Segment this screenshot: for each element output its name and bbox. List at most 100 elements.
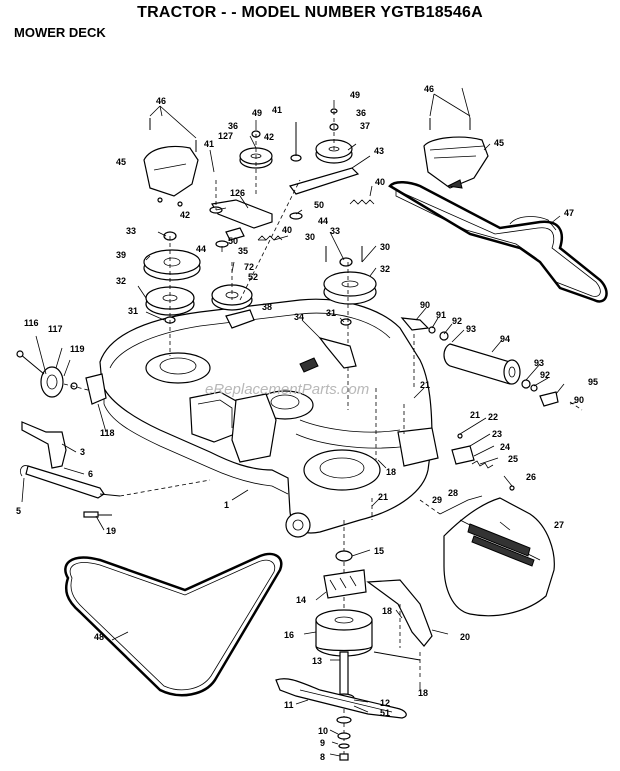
callout-47: 47 bbox=[564, 208, 574, 218]
callout-40-right: 40 bbox=[375, 177, 385, 187]
leader-lines bbox=[21, 87, 579, 757]
callout-42-top: 42 bbox=[264, 132, 274, 142]
callout-52: 52 bbox=[248, 272, 258, 282]
callout-21-low: 21 bbox=[378, 492, 388, 502]
callout-40-left: 40 bbox=[282, 225, 292, 235]
callout-46-left: 46 bbox=[156, 96, 166, 106]
callout-8: 8 bbox=[320, 752, 325, 762]
callout-14: 14 bbox=[296, 595, 306, 605]
spring-40-right bbox=[349, 199, 375, 205]
callout-23: 23 bbox=[492, 429, 502, 439]
callout-46-right: 46 bbox=[424, 84, 434, 94]
callout-22: 22 bbox=[488, 412, 498, 422]
callout-31-right: 31 bbox=[326, 308, 336, 318]
callout-126: 126 bbox=[230, 188, 245, 198]
belt-guard-45-left bbox=[143, 145, 199, 207]
blade-11 bbox=[275, 678, 407, 719]
callout-35: 35 bbox=[238, 246, 248, 256]
callout-1: 1 bbox=[224, 500, 229, 510]
arm-3 bbox=[21, 421, 67, 469]
callout-labels: 46 49 36 41 42 37 43 127 45 40 126 50 44… bbox=[16, 96, 598, 762]
callout-20: 20 bbox=[460, 632, 470, 642]
callout-32-right: 32 bbox=[380, 264, 390, 274]
callout-90-right: 90 bbox=[574, 395, 584, 405]
callout-44-left: 44 bbox=[196, 244, 206, 254]
callout-15: 15 bbox=[374, 546, 384, 556]
spring-24 bbox=[471, 460, 494, 469]
callout-43: 43 bbox=[374, 146, 384, 156]
callout-18-low: 18 bbox=[418, 688, 428, 698]
callout-50-right: 50 bbox=[314, 200, 324, 210]
callout-3: 3 bbox=[80, 447, 85, 457]
callout-94: 94 bbox=[500, 334, 510, 344]
spindle-shaft-13 bbox=[339, 651, 349, 697]
callout-116: 116 bbox=[24, 318, 39, 328]
callout-119: 119 bbox=[70, 344, 85, 354]
spring-50-left bbox=[257, 235, 283, 241]
bracket-38 bbox=[225, 309, 255, 329]
gauge-wheel-117 bbox=[16, 350, 97, 398]
pulley-32-left bbox=[145, 286, 195, 316]
callout-127: 127 bbox=[218, 131, 233, 141]
callout-118: 118 bbox=[100, 428, 115, 438]
pulley-39 bbox=[143, 249, 201, 281]
bolt-26 bbox=[509, 485, 515, 491]
callout-30-right: 30 bbox=[380, 242, 390, 252]
rod-6 bbox=[20, 465, 211, 499]
page-title: TRACTOR - - MODEL NUMBER YGTB18546A bbox=[137, 4, 483, 21]
callout-93-left: 93 bbox=[466, 324, 476, 334]
callout-39: 39 bbox=[116, 250, 126, 260]
callout-95: 95 bbox=[588, 377, 598, 387]
nut-31-right bbox=[340, 318, 352, 326]
chute-rod-28 bbox=[439, 495, 483, 515]
callout-42-left: 42 bbox=[180, 210, 190, 220]
callout-31-left: 31 bbox=[128, 306, 138, 316]
section-title: MOWER DECK bbox=[14, 25, 106, 40]
callout-36-left: 36 bbox=[228, 121, 238, 131]
callout-5: 5 bbox=[16, 506, 21, 516]
callout-9: 9 bbox=[320, 738, 325, 748]
callout-36-right: 36 bbox=[356, 108, 366, 118]
callout-33-left: 33 bbox=[126, 226, 136, 236]
belt-48 bbox=[64, 552, 283, 697]
roller-94 bbox=[443, 343, 521, 385]
roller-bracket-90 bbox=[400, 317, 559, 407]
nut-33-right bbox=[339, 257, 353, 267]
washer-44-center bbox=[289, 212, 303, 220]
chute-bracket-22 bbox=[451, 433, 475, 465]
blade-support-20 bbox=[366, 579, 433, 648]
callout-49-right: 49 bbox=[350, 90, 360, 100]
callout-30-left: 30 bbox=[305, 232, 315, 242]
callout-12: 12 bbox=[380, 698, 390, 708]
spindle-housing-14 bbox=[323, 569, 367, 599]
callout-92-right: 92 bbox=[540, 370, 550, 380]
callout-44-right: 44 bbox=[318, 216, 328, 226]
callout-49-left: 49 bbox=[252, 108, 262, 118]
callout-72: 72 bbox=[244, 262, 254, 272]
callout-51: 51 bbox=[380, 708, 390, 718]
callout-41-left: 41 bbox=[204, 139, 214, 149]
callout-41-top: 41 bbox=[272, 105, 282, 115]
callout-38: 38 bbox=[262, 302, 272, 312]
callout-90-left: 90 bbox=[420, 300, 430, 310]
callout-24: 24 bbox=[500, 442, 510, 452]
belt-guard-45-right bbox=[423, 136, 489, 189]
callout-13: 13 bbox=[312, 656, 322, 666]
bearing-15 bbox=[335, 550, 353, 562]
callout-33-right: 33 bbox=[330, 226, 340, 236]
callout-21-mid: 21 bbox=[470, 410, 480, 420]
callout-18-mid: 18 bbox=[382, 606, 392, 616]
callout-27: 27 bbox=[554, 520, 564, 530]
blade-hardware bbox=[336, 716, 352, 761]
hanger-bracket-118 bbox=[85, 373, 107, 405]
bracket-126 bbox=[211, 199, 273, 241]
spindle-shell-16 bbox=[315, 609, 373, 657]
callout-37: 37 bbox=[360, 121, 370, 131]
callout-45-right: 45 bbox=[494, 138, 504, 148]
pulley-32-right bbox=[323, 271, 377, 305]
belt-47 bbox=[388, 181, 608, 303]
callout-93-right: 93 bbox=[534, 358, 544, 368]
discharge-chute-27 bbox=[443, 497, 555, 617]
callout-117: 117 bbox=[48, 324, 63, 334]
